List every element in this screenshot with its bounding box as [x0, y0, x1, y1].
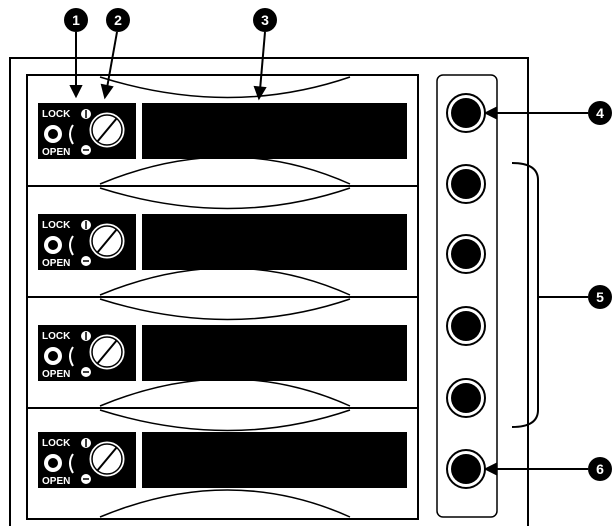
tray-handle-top — [99, 409, 351, 432]
chassis-frame — [9, 57, 529, 526]
callout-2-label: 2 — [114, 12, 122, 28]
bracket-5 — [511, 162, 539, 428]
panel-button-6[interactable] — [446, 449, 486, 489]
panel-button-2[interactable] — [446, 164, 486, 204]
tray-display — [142, 103, 407, 159]
lock-label: LOCK — [42, 109, 71, 120]
callout-leaders — [69, 31, 588, 476]
callout-5: 5 — [588, 285, 612, 309]
tray-handle-top — [99, 298, 351, 321]
callout-1-label: 1 — [72, 12, 80, 28]
callout-6: 6 — [588, 457, 612, 481]
tray-display — [142, 325, 407, 381]
callout-5-label: 5 — [596, 289, 604, 305]
callout-1: 1 — [64, 8, 88, 32]
drive-tray-2: LOCK OPEN — [26, 185, 419, 298]
drive-tray-1: LOCK OPEN — [26, 74, 419, 187]
callout-2: 2 — [106, 8, 130, 32]
callout-3-label: 3 — [261, 12, 269, 28]
tray-display — [142, 432, 407, 488]
tray-display — [142, 214, 407, 270]
lock-label: LOCK — [42, 220, 71, 231]
callout-4-label: 4 — [596, 105, 604, 121]
leader-2 — [106, 31, 118, 89]
open-label: OPEN — [42, 369, 70, 380]
open-label: OPEN — [42, 258, 70, 269]
panel-button-1[interactable] — [446, 93, 486, 133]
tray-handle-bottom — [99, 489, 351, 518]
panel-buttons — [446, 93, 486, 489]
panel-button-5[interactable] — [446, 378, 486, 418]
lock-label: LOCK — [42, 331, 71, 342]
lock-label: LOCK — [42, 438, 71, 449]
drive-tray-4: LOCK OPEN — [26, 407, 419, 520]
panel-button-3[interactable] — [446, 234, 486, 274]
callout-3: 3 — [253, 8, 277, 32]
drive-tray-3: LOCK OPEN — [26, 296, 419, 409]
open-label: OPEN — [42, 476, 70, 487]
panel-button-4[interactable] — [446, 306, 486, 346]
tray-handle-top — [99, 76, 351, 99]
leader-3 — [259, 31, 266, 91]
open-label: OPEN — [42, 147, 70, 158]
tray-handle-top — [99, 187, 351, 210]
callout-4: 4 — [588, 101, 612, 125]
callout-6-label: 6 — [596, 461, 604, 477]
